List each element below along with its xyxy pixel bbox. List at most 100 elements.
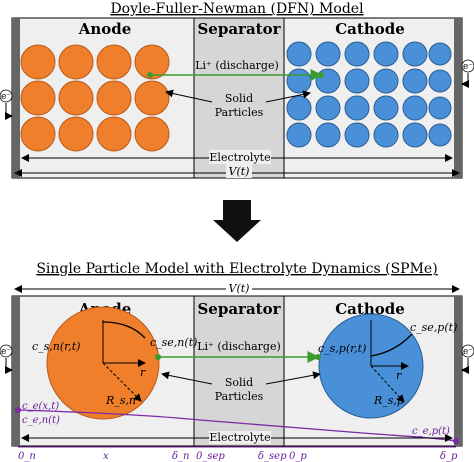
spme-electrolyte-label-bg [209, 431, 271, 444]
dfn-solid-arrow-right [265, 90, 311, 103]
spme-solid-label-1: Solid [225, 376, 253, 389]
spme-tick-dp: δ_p [440, 451, 458, 462]
dfn-voltage-label-bg [226, 164, 252, 178]
spme-Rs-n: R_s,n [105, 394, 136, 407]
anode-particle [134, 116, 170, 152]
spme-electrolyte-label: Electrolyte [209, 431, 270, 444]
spme-li-label: Li⁺ (discharge) [197, 340, 281, 353]
spme-cathode-label: Cathode [335, 300, 405, 318]
cathode-particle [344, 68, 370, 94]
dfn-section: Doyle-Fuller-Newman (DFN) Model Anode Se… [0, 1, 474, 179]
cathode-particle [286, 122, 312, 148]
dfn-electron-left-arrow [5, 103, 13, 120]
anode-particle [20, 80, 56, 116]
cathode-particle [315, 41, 341, 67]
spme-tick-0n: 0_n [18, 451, 36, 462]
spme-title: Single Particle Model with Electrolyte D… [36, 261, 437, 277]
spme-li-start-dot [155, 354, 161, 360]
dfn-separator-label: Separator [197, 20, 281, 38]
anode-particle [58, 80, 94, 116]
spme-ce-n: c_e,n(t) [22, 415, 60, 426]
spme-voltage-label-bg [226, 281, 252, 295]
cathode-particle [373, 95, 399, 121]
cathode-particle [315, 95, 341, 121]
spme-electron-right-arrow [461, 358, 469, 374]
dfn-li-start-dot [147, 72, 153, 78]
anode-particle [20, 44, 56, 80]
spme-cathode-R-arrow [370, 365, 405, 403]
dfn-electron-left: e⁻ [1, 92, 11, 102]
dfn-electron-right-icon [461, 59, 474, 73]
spme-ce-p: c_e,p(t) [412, 426, 450, 437]
spme-electron-right: e⁻ [463, 347, 473, 357]
spme-cs-p: c_s,p(r,t) [318, 342, 366, 355]
spme-anode-profile [102, 321, 146, 339]
spme-tick-dn: δ_n [172, 451, 189, 462]
spme-x-label: x [103, 451, 109, 462]
cathode-particle [402, 41, 428, 67]
spme-section: Single Particle Model with Electrolyte D… [0, 261, 474, 462]
cathode-particle [428, 96, 452, 120]
down-arrow-icon [213, 200, 261, 242]
anode-particle [58, 116, 94, 152]
dfn-electron-right-arrow [461, 73, 469, 88]
spme-r-p: r [396, 369, 402, 382]
dfn-li-label: Li⁺ (discharge) [195, 59, 279, 72]
cathode-particle [373, 68, 399, 94]
spme-anode-R-arrow [102, 362, 142, 402]
anode-particle [134, 44, 170, 80]
anode-particle [96, 116, 132, 152]
spme-electron-left-arrow [5, 358, 13, 374]
cathode-particle [286, 68, 312, 94]
spme-left-collector [12, 296, 20, 446]
spme-tick-0sep: 0_sep [196, 451, 225, 462]
dfn-solid-arrow-left [165, 89, 213, 103]
spme-cathode-profile [370, 333, 413, 357]
spme-solid-arrow-left [161, 371, 213, 385]
dfn-solid-label-1: Solid [225, 92, 253, 105]
spme-electron-right-icon [461, 344, 474, 358]
dfn-left-collector [12, 18, 20, 178]
cathode-particle [402, 95, 428, 121]
dfn-anode-particles [20, 44, 170, 152]
dfn-title: Doyle-Fuller-Newman (DFN) Model [110, 1, 364, 17]
spme-tick-dsep: δ_sep [258, 451, 287, 462]
spme-li-end-dot [315, 354, 321, 360]
spme-right-collector [454, 296, 462, 446]
spme-r-n: r [140, 366, 146, 379]
spme-cs-n: c_s,n(r,t) [32, 340, 80, 353]
spme-Rs-p: R_s,p [373, 394, 404, 407]
spme-ce-p-dot [453, 438, 459, 444]
dfn-electron-right: e⁻ [463, 62, 473, 72]
anode-particle [134, 80, 170, 116]
dfn-right-collector [454, 18, 462, 178]
dfn-solid-label-2: Particles [215, 106, 264, 119]
cathode-particle [344, 95, 370, 121]
anode-particle [96, 44, 132, 80]
dfn-electron-left-icon [0, 89, 13, 103]
spme-solid-label-2: Particles [215, 390, 264, 403]
dfn-cathode-particles [286, 41, 452, 148]
cathode-particle [286, 95, 312, 121]
dfn-li-end-dot [318, 72, 324, 78]
spme-separator-label: Separator [197, 300, 281, 318]
dfn-anode-label: Anode [78, 20, 132, 38]
cathode-particle [315, 122, 341, 148]
dfn-cathode-label: Cathode [335, 20, 405, 38]
spme-solid-arrow-right [265, 371, 321, 385]
cathode-particle [402, 68, 428, 94]
cathode-particle [428, 42, 452, 66]
dfn-electrolyte-label: Electrolyte [209, 151, 270, 164]
cathode-particle [344, 122, 370, 148]
cathode-particle [373, 41, 399, 67]
anode-particle [96, 80, 132, 116]
spme-cse-n: c_se,n(t) [150, 336, 197, 349]
spme-tick-0p: 0_p [289, 451, 307, 462]
anode-particle [58, 44, 94, 80]
cathode-particle [428, 69, 452, 93]
cathode-particle [428, 123, 452, 147]
anode-particle [20, 116, 56, 152]
spme-electron-left: e⁻ [1, 347, 11, 357]
spme-ce: c_e(x,t) [22, 401, 59, 412]
